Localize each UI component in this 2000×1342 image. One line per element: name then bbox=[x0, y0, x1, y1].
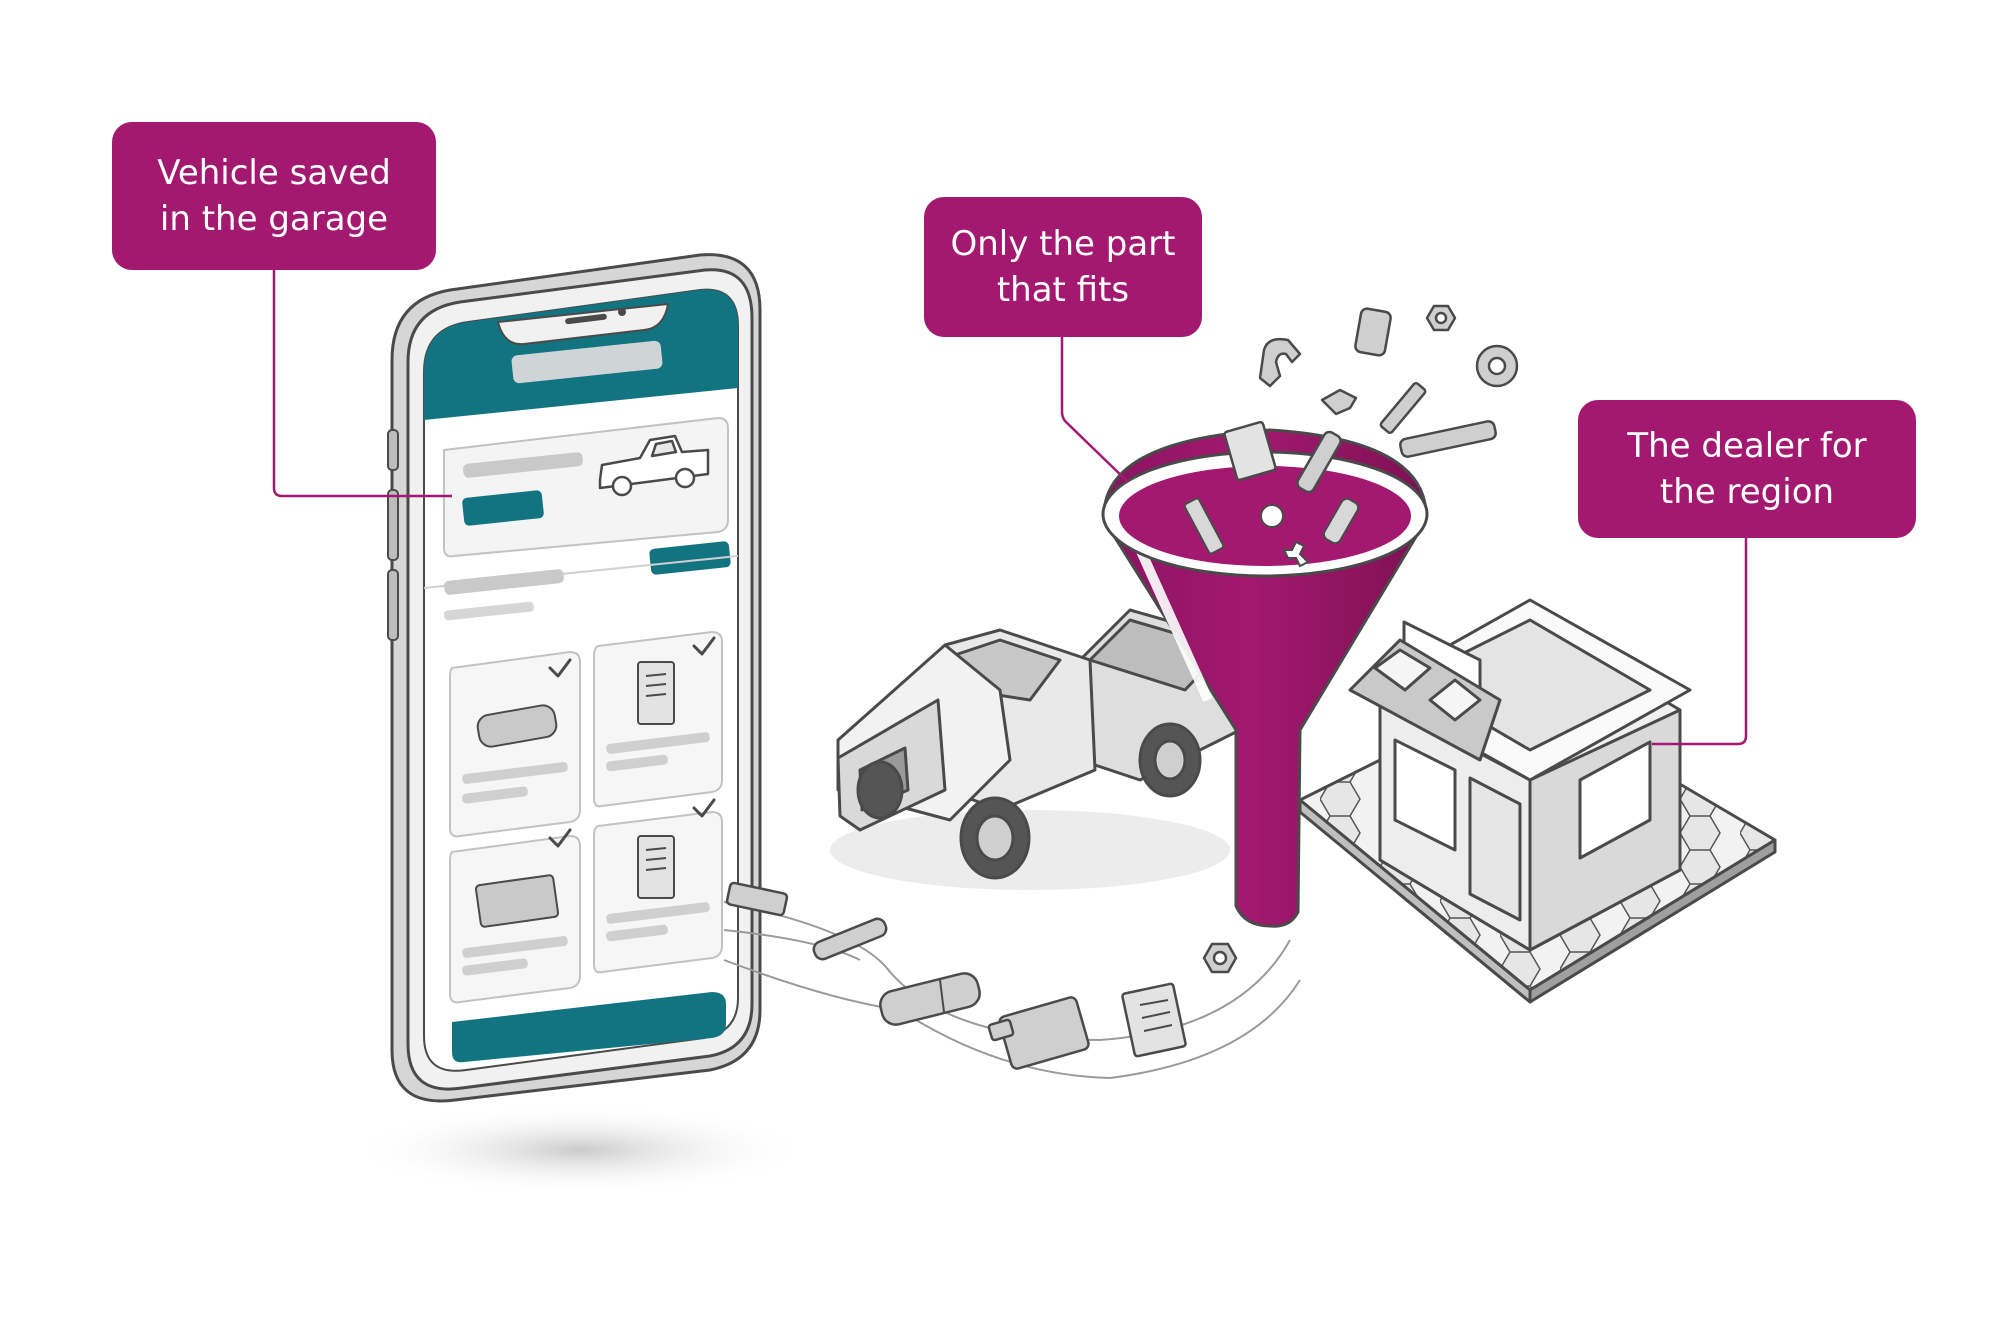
spring-icon bbox=[1399, 420, 1497, 458]
spark-plug-icon bbox=[812, 917, 888, 961]
callout-connectors bbox=[272, 270, 1748, 746]
spark-plug-icon bbox=[1322, 497, 1360, 545]
document-icon bbox=[1121, 982, 1187, 1058]
spark-plug-icon bbox=[1296, 430, 1342, 494]
bolt-icon bbox=[1379, 382, 1427, 434]
bracket-icon bbox=[1258, 337, 1302, 388]
document-icon bbox=[1223, 420, 1277, 482]
bracket-icon bbox=[1320, 388, 1358, 416]
callout-only-part-fits: Only the part that fits bbox=[924, 197, 1202, 337]
oil-can-icon bbox=[987, 996, 1090, 1070]
muffler-icon bbox=[725, 881, 789, 917]
callout-vehicle-saved: Vehicle saved in the garage bbox=[112, 122, 436, 270]
gear-icon bbox=[1282, 540, 1310, 568]
funnel-icon bbox=[1101, 428, 1429, 928]
check-icon bbox=[548, 636, 716, 848]
storefront-icon bbox=[1298, 598, 1777, 1004]
gear-icon bbox=[1475, 344, 1519, 388]
battery-icon bbox=[879, 972, 981, 1026]
nut-icon bbox=[1202, 942, 1238, 974]
nut-icon bbox=[1425, 304, 1457, 332]
spark-plug-icon bbox=[1354, 307, 1392, 357]
callout-dealer-region: The dealer for the region bbox=[1578, 400, 1916, 538]
pickup-truck-icon bbox=[830, 608, 1242, 890]
bolt-icon bbox=[1183, 497, 1225, 555]
smartphone-icon bbox=[350, 253, 810, 1195]
